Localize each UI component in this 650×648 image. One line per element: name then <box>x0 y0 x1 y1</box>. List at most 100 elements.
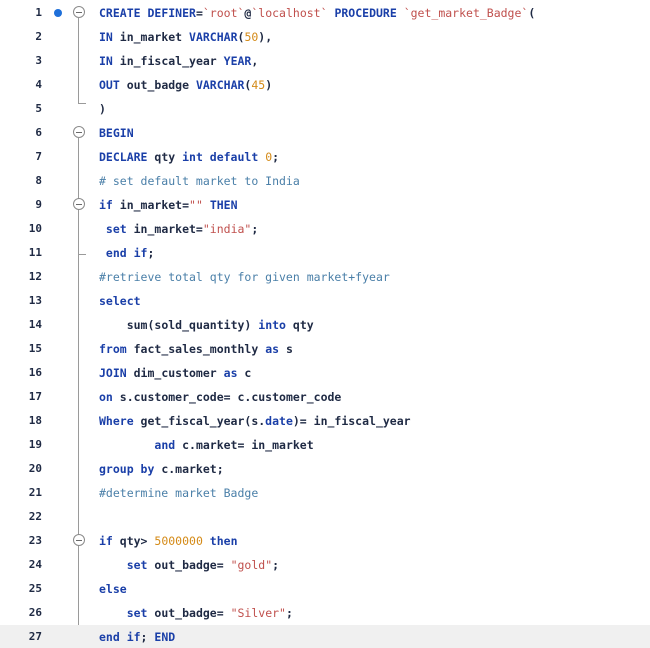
code-token: on <box>99 390 120 404</box>
code-line[interactable]: 12 #retrieve total qty for given market+f… <box>0 265 650 289</box>
code-token <box>99 606 127 620</box>
fold-toggle-icon[interactable] <box>73 534 85 546</box>
code-line[interactable]: 19 and c.market= in_market <box>0 433 650 457</box>
code-token: DEFINER <box>147 6 196 20</box>
code-token: #retrieve total qty for given market+fye… <box>99 270 390 284</box>
code-token: ; <box>140 630 155 644</box>
code-token: IN <box>99 30 120 44</box>
code-token: then <box>202 534 238 548</box>
code-token: c.market; <box>161 462 224 476</box>
code-token: end if <box>99 246 148 260</box>
code-token: = <box>195 6 203 20</box>
line-number: 13 <box>28 294 42 307</box>
fold-guide-begin <box>78 138 79 635</box>
line-number: 25 <box>28 582 42 595</box>
code-token: c.market= in_market <box>182 438 314 452</box>
code-token: if <box>99 534 120 548</box>
code-token: 0 <box>265 150 273 164</box>
code-token: in_market= <box>119 198 190 212</box>
code-line[interactable]: 13 select <box>0 289 650 313</box>
code-token: YEAR <box>223 54 252 68</box>
breakpoint-icon[interactable] <box>54 9 62 17</box>
code-text: end if; END <box>99 625 175 648</box>
line-number: 2 <box>35 30 42 43</box>
code-line[interactable]: 10 set in_market="india"; <box>0 217 650 241</box>
code-text: JOIN dim_customer as c <box>99 361 251 385</box>
code-token: dim_customer <box>133 366 224 380</box>
fold-end-procedure <box>78 103 86 104</box>
fold-toggle-icon[interactable] <box>73 198 85 210</box>
code-token: @ <box>244 6 252 20</box>
code-line[interactable]: 1 CREATE DEFINER=`root`@`localhost` PROCE… <box>0 1 650 25</box>
code-token: in_market= <box>133 222 203 236</box>
code-line[interactable]: 14 sum(sold_quantity) into qty <box>0 313 650 337</box>
code-line[interactable]: 22 <box>0 505 650 529</box>
code-token: out_badge= <box>154 558 231 572</box>
fold-guide-if-1 <box>78 210 79 254</box>
line-number: 3 <box>35 54 42 67</box>
code-token: "gold" <box>230 558 273 572</box>
code-text: select <box>99 289 141 313</box>
line-number: 7 <box>35 150 42 163</box>
code-token: `root` <box>202 6 245 20</box>
line-number: 23 <box>28 534 42 547</box>
code-token: ) <box>99 102 106 116</box>
line-number: 4 <box>35 78 42 91</box>
code-token: set <box>126 606 155 620</box>
code-text: CREATE DEFINER=`root`@`localhost` PROCED… <box>99 1 535 25</box>
code-text: end if; <box>99 241 154 265</box>
code-token: get_fiscal_year(s. <box>140 414 266 428</box>
code-line[interactable]: 5) <box>0 97 650 121</box>
code-text: set out_badge= "Silver"; <box>99 601 293 625</box>
line-number: 5 <box>35 102 42 115</box>
code-text: from fact_sales_monthly as s <box>99 337 293 361</box>
code-line[interactable]: 26 set out_badge= "Silver"; <box>0 601 650 625</box>
line-number: 14 <box>28 318 42 331</box>
fold-toggle-icon[interactable] <box>73 6 85 18</box>
code-token: as <box>265 342 286 356</box>
code-line[interactable]: 25 else <box>0 577 650 601</box>
code-text: set in_market="india"; <box>99 217 258 241</box>
code-token: if <box>99 198 120 212</box>
code-line[interactable]: 16 JOIN dim_customer as c <box>0 361 650 385</box>
line-number: 12 <box>28 270 42 283</box>
line-number: 9 <box>35 198 42 211</box>
line-number: 11 <box>28 246 42 259</box>
code-token: DECLARE <box>99 150 155 164</box>
code-token: ) <box>265 78 273 92</box>
line-number: 16 <box>28 366 42 379</box>
line-number: 8 <box>35 174 42 187</box>
code-token: in_fiscal_year <box>119 54 224 68</box>
code-line[interactable]: 11 end if; <box>0 241 650 265</box>
code-text: group by c.market; <box>99 457 224 481</box>
code-line[interactable]: 21#determine market Badge <box>0 481 650 505</box>
line-number: 26 <box>28 606 42 619</box>
code-line[interactable]: 8# set default market to India <box>0 169 650 193</box>
code-token: "" <box>189 198 203 212</box>
code-text: set out_badge= "gold"; <box>99 553 279 577</box>
fold-toggle-icon[interactable] <box>73 126 85 138</box>
line-number: 18 <box>28 414 42 427</box>
code-token: END <box>154 630 176 644</box>
code-token <box>99 438 154 452</box>
code-token: CREATE <box>99 6 148 20</box>
code-line[interactable]: 24 set out_badge= "gold"; <box>0 553 650 577</box>
code-text: else <box>99 577 127 601</box>
code-token: Where <box>99 414 141 428</box>
line-number: 1 <box>35 6 42 19</box>
code-token: ; <box>251 222 259 236</box>
code-token: fact_sales_monthly <box>133 342 266 356</box>
